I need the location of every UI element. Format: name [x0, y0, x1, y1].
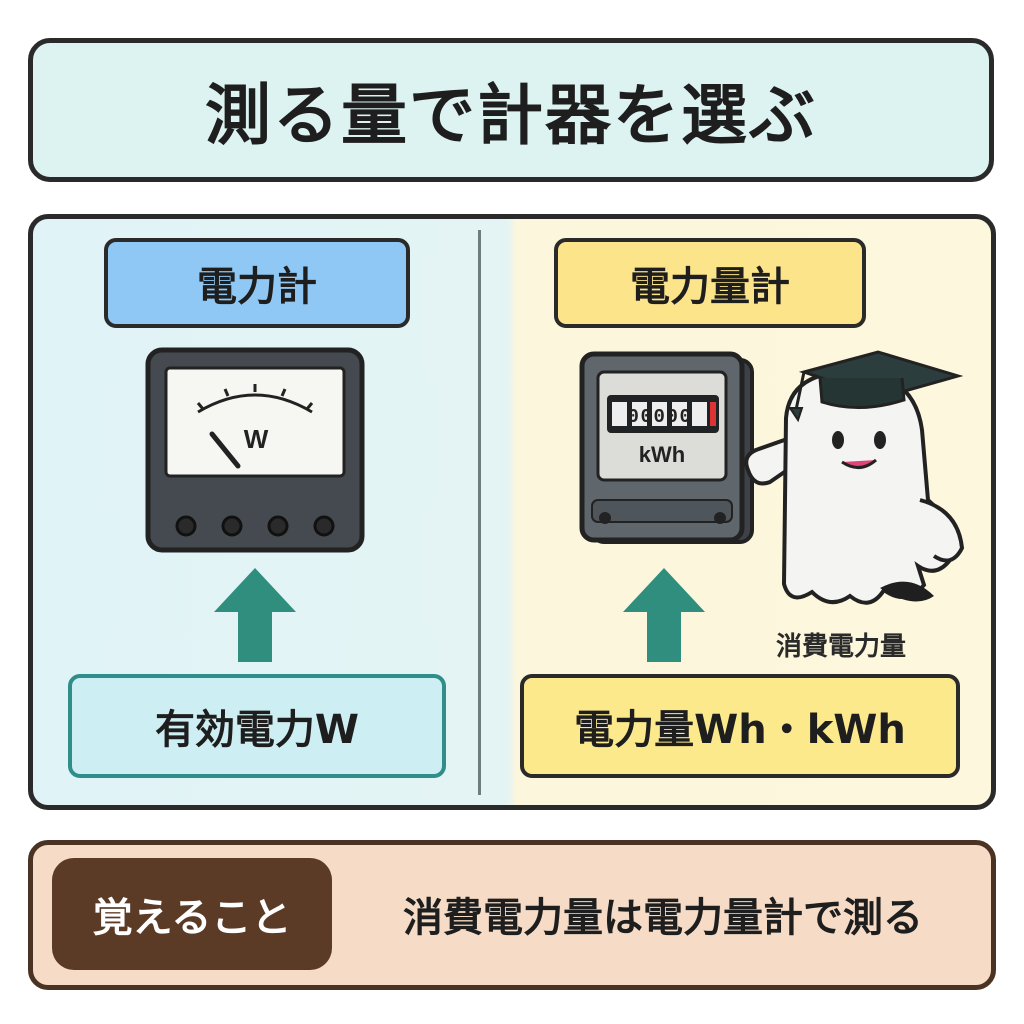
- title-banner: 測る量で計器を選ぶ: [28, 38, 994, 182]
- digital-energy-meter-icon: 00000 kWh: [579, 351, 754, 544]
- analog-wattmeter-icon: W: [145, 347, 365, 553]
- up-arrow-icon: [214, 568, 296, 662]
- energy-quantity: 電力量Wh・kWh: [520, 674, 960, 778]
- consumed-energy-note: 消費電力量: [775, 632, 906, 662]
- graduate-ghost-mascot-icon: [744, 350, 965, 605]
- wattmeter-label: 電力計: [104, 238, 410, 328]
- counter-unit-label: kWh: [639, 442, 685, 467]
- energy-meter-label: 電力量計: [554, 238, 866, 328]
- up-arrow-icon: [623, 568, 705, 662]
- active-power-quantity: 有効電力W: [68, 674, 446, 778]
- terminal: [221, 515, 243, 537]
- remember-tag: 覚えること: [52, 858, 332, 970]
- panel-divider: [478, 230, 481, 795]
- page-title: 測る量で計器を選ぶ: [205, 77, 817, 154]
- terminal: [267, 515, 289, 537]
- remember-text: 消費電力量は電力量計で測る: [403, 895, 923, 941]
- terminal: [313, 515, 335, 537]
- dial-unit-label: W: [244, 424, 269, 454]
- terminal: [175, 515, 197, 537]
- meter-screw: [599, 512, 611, 524]
- counter-digits: 00000: [627, 406, 692, 428]
- meter-screw: [714, 512, 726, 524]
